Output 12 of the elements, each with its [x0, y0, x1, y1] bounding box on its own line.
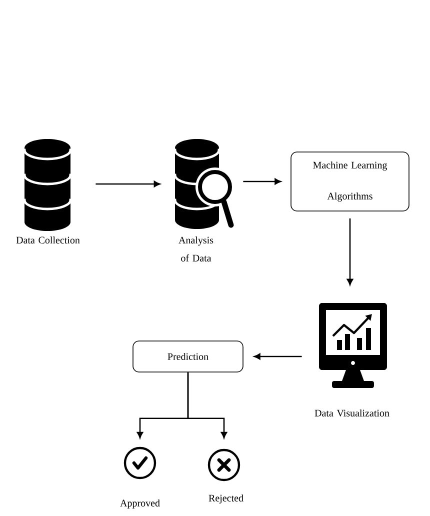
arrow: [346, 218, 354, 286]
arrow: [254, 353, 302, 360]
process-box: Prediction: [132, 340, 244, 372]
node-label: Rejected: [208, 494, 244, 504]
node-label: Data Collection: [16, 236, 80, 244]
arrow: [187, 372, 228, 438]
node-label: Analysis of Data: [178, 236, 214, 262]
arrow: [96, 180, 160, 188]
arrow: [243, 178, 282, 185]
process-box: Machine Learning Algorithms: [290, 152, 410, 212]
node-label: Approved: [120, 499, 160, 509]
node-label: Data Visualization: [314, 409, 390, 417]
